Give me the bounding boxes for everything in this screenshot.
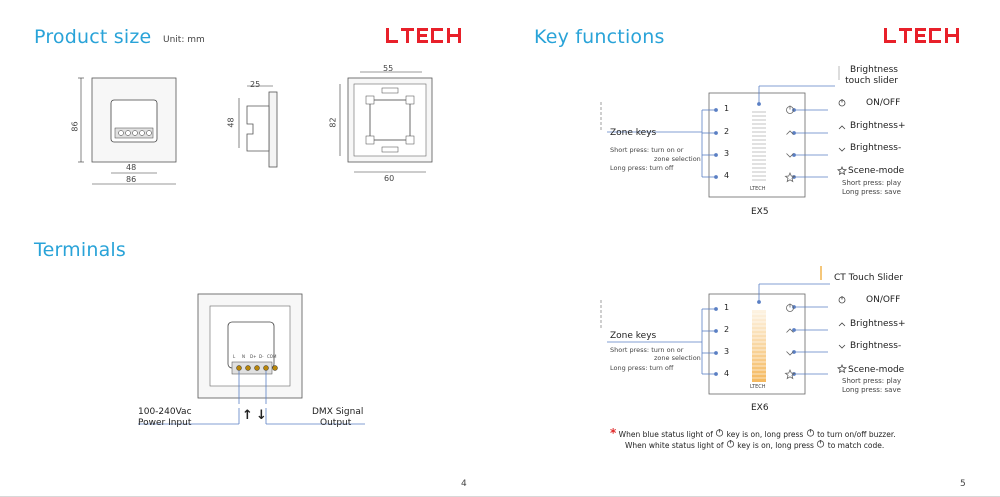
ex5-zone-4: 4	[724, 171, 730, 180]
page-number-right: 5	[960, 479, 966, 489]
ex6-device-logo: LTECH	[750, 384, 766, 390]
ltech-logo	[386, 28, 461, 43]
ex6-zone-keys: Zone keys	[610, 331, 657, 341]
dim-front-inner-width: 48	[126, 163, 137, 172]
key-functions-title: Key functions	[534, 26, 665, 48]
ex6-scene-long: Long press: save	[842, 386, 901, 394]
note-2b: key is on, long press	[737, 441, 814, 450]
ex5-model: EX5	[751, 207, 769, 217]
terminal-label-dplus: D+	[250, 354, 257, 359]
terminal-label-l: L	[233, 354, 236, 359]
ex6-model: EX6	[751, 403, 769, 413]
note-line-2: When white status light of key is on, lo…	[625, 439, 884, 450]
ex6-scene-mode: Scene-mode	[848, 365, 905, 375]
power-icon	[817, 440, 825, 448]
terminal-leader-lines	[138, 408, 365, 425]
arrow-up-icon: ↑	[242, 408, 253, 423]
ex6-zone-2: 2	[724, 325, 730, 334]
ex6-on-off: ON/OFF	[866, 295, 901, 305]
back-view-drawing	[339, 71, 433, 173]
note-1c: to turn on/off buzzer.	[817, 430, 896, 439]
power-icon	[806, 429, 814, 437]
dim-side-depth: 25	[250, 80, 261, 89]
note-1a: When blue status light of	[618, 430, 713, 439]
ex5-callout-line1: Brightness	[850, 65, 898, 75]
product-size-title: Product size	[34, 26, 152, 48]
ex5-device-logo: LTECH	[750, 186, 766, 192]
note-2a: When white status light of	[625, 441, 724, 450]
ex5-callout-line2: touch slider	[845, 76, 898, 86]
arrow-down-icon: ↓	[256, 408, 267, 423]
ex5-scene-long: Long press: save	[842, 188, 901, 196]
unit-label: Unit: mm	[163, 35, 205, 45]
dmx-output-line1: DMX Signal	[312, 407, 364, 417]
terminals-drawing	[197, 293, 303, 404]
ex5-on-off: ON/OFF	[866, 98, 901, 108]
ex6-drawing	[600, 266, 848, 395]
ex6-long-press: Long press: turn off	[610, 364, 674, 372]
front-view-drawing	[78, 77, 177, 185]
terminal-label-com: COM	[267, 354, 277, 359]
ltech-logo-right	[884, 28, 959, 43]
dim-back-bottom: 60	[384, 174, 395, 183]
terminals-title: Terminals	[34, 239, 126, 261]
page-number-left: 4	[461, 479, 467, 489]
dim-back-height: 82	[328, 117, 338, 128]
dim-front-height: 86	[70, 121, 80, 132]
note-star: *	[610, 426, 617, 440]
dim-back-width: 55	[383, 64, 394, 73]
note-line-1: * When blue status light of key is on, l…	[610, 426, 896, 440]
ex5-scene-mode: Scene-mode	[848, 166, 905, 176]
page-left: Product size Unit: mm 86 48 86 25	[34, 26, 467, 489]
ex6-brightness-up: Brightness+	[850, 319, 906, 329]
power-input-line1: 100-240Vac	[138, 407, 192, 417]
terminal-label-n: N	[242, 354, 245, 359]
ex6-short-press-1: Short press: turn on or	[610, 346, 684, 354]
side-view-drawing	[238, 85, 278, 168]
ex5-short-press-1: Short press: turn on or	[610, 146, 684, 154]
ex5-short-press-2: zone selection	[654, 155, 701, 163]
ex5-zone-keys: Zone keys	[610, 128, 657, 138]
ex6-brightness-down: Brightness-	[850, 341, 902, 351]
dim-front-width: 86	[126, 175, 137, 184]
ex6-zone-1: 1	[724, 303, 730, 312]
ex5-long-press: Long press: turn off	[610, 164, 674, 172]
ex5-drawing	[600, 66, 848, 198]
ex6-scene-short: Short press: play	[842, 377, 902, 385]
ex6-zone-4: 4	[724, 369, 730, 378]
dim-side-height: 48	[226, 117, 236, 128]
ex5-zone-3: 3	[724, 149, 730, 158]
ex6-callout: CT Touch Slider	[834, 273, 903, 283]
ex5-brightness-up: Brightness+	[850, 121, 906, 131]
dmx-output-line2: Output	[320, 418, 352, 428]
ex5-scene-short: Short press: play	[842, 179, 902, 187]
note-1b: key is on, long press	[726, 430, 804, 439]
ex5-zone-2: 2	[724, 127, 730, 136]
power-icon	[726, 440, 734, 448]
page-right: Key functions	[500, 0, 1000, 497]
ex6-zone-3: 3	[724, 347, 730, 356]
power-input-line2: Power Input	[138, 418, 192, 428]
ex5-brightness-down: Brightness-	[850, 143, 902, 153]
power-icon	[716, 429, 724, 437]
terminal-label-dminus: D-	[259, 354, 264, 359]
note-2c: to match code.	[827, 441, 885, 450]
ex6-short-press-2: zone selection	[654, 354, 701, 362]
ex5-zone-1: 1	[724, 104, 730, 113]
